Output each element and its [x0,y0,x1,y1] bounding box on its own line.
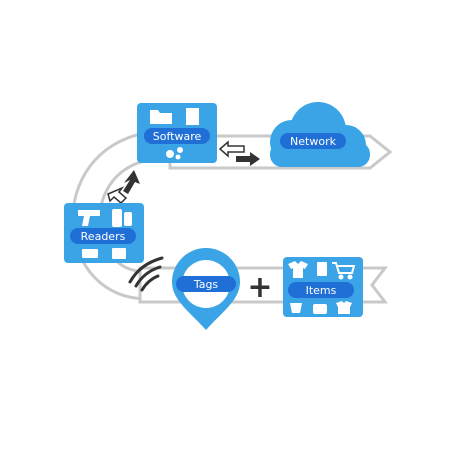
clothing-icon [336,301,352,314]
shirt-icon [288,261,308,278]
readers-pill [70,228,136,244]
tags-label: Tags [193,278,219,291]
readers-node: Readers [64,203,144,263]
items-label: Items [306,284,337,297]
software-pill [144,128,210,144]
plus-sign: + [247,270,272,305]
arrow-up-solid-icon [123,170,140,194]
tags-node: Tags [172,248,240,330]
jar-icon [317,262,327,276]
folder-icon [150,110,172,124]
handheld-reader-icon [112,209,132,227]
software-label: Software [153,130,202,143]
reader-box-icon [112,248,126,259]
handbag-icon [313,304,327,314]
software-network-arrows [218,140,260,166]
antenna-panel-icon [82,249,98,258]
rfid-signal-icon [128,256,164,292]
network-node: Network [270,102,370,167]
items-pill [288,282,354,298]
readers-label: Readers [81,230,126,243]
arrow-right-solid-icon [236,152,260,166]
network-pill [280,133,346,149]
software-node: Software [137,103,217,163]
arrow-left-outline-icon [218,140,245,158]
scanner-gun-icon [78,210,100,226]
items-node: Items [283,257,363,317]
tags-pill [176,276,236,292]
readers-software-arrows [107,170,140,205]
bag-icon [290,303,302,313]
document-icon [186,108,199,125]
shopping-cart-icon [332,262,356,280]
network-label: Network [290,135,337,148]
arrow-down-outline-icon [107,186,128,205]
gears-icon [166,147,183,160]
